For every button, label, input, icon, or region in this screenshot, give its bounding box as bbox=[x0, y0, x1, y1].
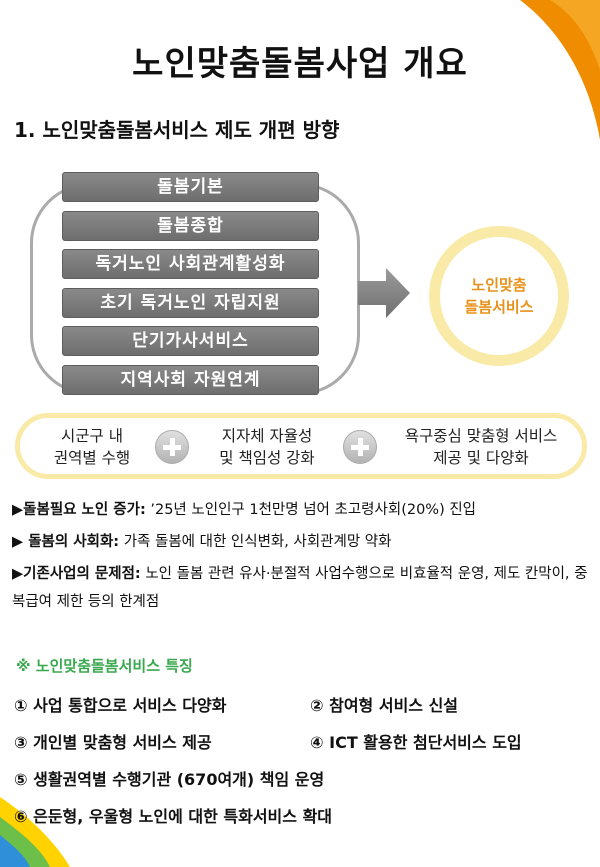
feature-list: ① 사업 통합으로 서비스 다양화 ② 참여형 서비스 신설 ③ 개인별 맞춤형… bbox=[14, 692, 594, 840]
feature-item: ④ ICT 활용한 첨단서비스 도입 bbox=[310, 733, 522, 752]
result-line-1: 노인맞춤 bbox=[471, 276, 527, 294]
feature-row: ⑤ 생활권역별 수행기관 (670여개) 책임 운영 bbox=[14, 766, 594, 803]
page-title: 노인맞춤돌봄사업 개요 bbox=[132, 44, 468, 84]
feature-item: ② 참여형 서비스 신설 bbox=[310, 696, 459, 715]
bullet-list: ▶돌봄필요 노인 증가: ’25년 노인인구 1천만명 넘어 초고령사회(20%… bbox=[12, 496, 590, 620]
program-bar: 돌봄기본 bbox=[62, 172, 319, 202]
bullet-label: ▶돌봄필요 노인 증가: bbox=[12, 502, 146, 518]
feature-item: ① 사업 통합으로 서비스 다양화 bbox=[14, 696, 227, 715]
principle-item: 욕구중심 맞춤형 서비스 제공 및 다양화 bbox=[378, 425, 584, 469]
section-heading: 1. 노인맞춤돌봄서비스 제도 개편 방향 bbox=[14, 118, 340, 142]
principle-line: 지자체 자율성 bbox=[221, 427, 313, 445]
principle-line: 권역별 수행 bbox=[53, 449, 131, 467]
program-bar: 독거노인 사회관계활성화 bbox=[62, 249, 319, 280]
bullet-text: 노인 돌봄 관련 유사·분절적 사업수행으로 비효율적 운영, 제도 칸막이, … bbox=[12, 566, 588, 610]
program-bar: 단기가사서비스 bbox=[62, 326, 319, 357]
bullet-item: ▶기존사업의 문제점: 노인 돌봄 관련 유사·분절적 사업수행으로 비효율적 … bbox=[12, 560, 590, 616]
feature-row: ⑥ 은둔형, 우울형 노인에 대한 특화서비스 확대 bbox=[14, 803, 594, 840]
program-bar: 초기 독거노인 자립지원 bbox=[62, 287, 319, 318]
bullet-text: ’25년 노인인구 1천만명 넘어 초고령사회(20%) 진입 bbox=[145, 502, 477, 518]
principle-item: 지자체 자율성 및 책임성 강화 bbox=[192, 425, 342, 469]
bullet-text: 가족 돌봄에 대한 인식변화, 사회관계망 약화 bbox=[119, 534, 392, 550]
feature-heading: ※ 노인맞춤돌봄서비스 특징 bbox=[16, 657, 193, 675]
feature-row: ① 사업 통합으로 서비스 다양화 ② 참여형 서비스 신설 bbox=[14, 692, 594, 729]
arrow-right-icon bbox=[358, 268, 410, 318]
principle-line: 및 책임성 강화 bbox=[219, 449, 315, 467]
principle-line: 욕구중심 맞춤형 서비스 bbox=[404, 427, 558, 445]
bullet-label: ▶기존사업의 문제점: bbox=[12, 566, 141, 582]
feature-item: ③ 개인별 맞춤형 서비스 제공 bbox=[14, 733, 212, 752]
bullet-item: ▶돌봄필요 노인 증가: ’25년 노인인구 1천만명 넘어 초고령사회(20%… bbox=[12, 496, 590, 524]
plus-icon bbox=[343, 430, 377, 464]
feature-row: ③ 개인별 맞춤형 서비스 제공 ④ ICT 활용한 첨단서비스 도입 bbox=[14, 729, 594, 766]
program-list: 돌봄기본 돌봄종합 독거노인 사회관계활성화 초기 독거노인 자립지원 단기가사… bbox=[62, 172, 319, 404]
principle-line: 제공 및 다양화 bbox=[433, 449, 529, 467]
result-circle: 노인맞춤 돌봄서비스 bbox=[429, 226, 569, 366]
principle-line: 시군구 내 bbox=[61, 427, 123, 445]
plus-icon bbox=[155, 430, 189, 464]
corner-decoration-rainbow bbox=[0, 797, 70, 867]
result-line-2: 돌봄서비스 bbox=[464, 298, 534, 316]
principle-item: 시군구 내 권역별 수행 bbox=[32, 425, 152, 469]
program-bar: 돌봄종합 bbox=[62, 210, 319, 241]
corner-decoration-orange bbox=[520, 0, 600, 140]
bullet-label: ▶ 돌봄의 사회화: bbox=[12, 534, 120, 550]
bullet-item: ▶ 돌봄의 사회화: 가족 돌봄에 대한 인식변화, 사회관계망 약화 bbox=[12, 528, 590, 556]
principles-pill: 시군구 내 권역별 수행 지자체 자율성 및 책임성 강화 욕구중심 맞춤형 서… bbox=[15, 413, 587, 479]
program-bar: 지역사회 자원연계 bbox=[62, 364, 319, 395]
feature-item: ⑤ 생활권역별 수행기관 (670여개) 책임 운영 bbox=[14, 770, 325, 789]
feature-item: ⑥ 은둔형, 우울형 노인에 대한 특화서비스 확대 bbox=[14, 807, 333, 826]
